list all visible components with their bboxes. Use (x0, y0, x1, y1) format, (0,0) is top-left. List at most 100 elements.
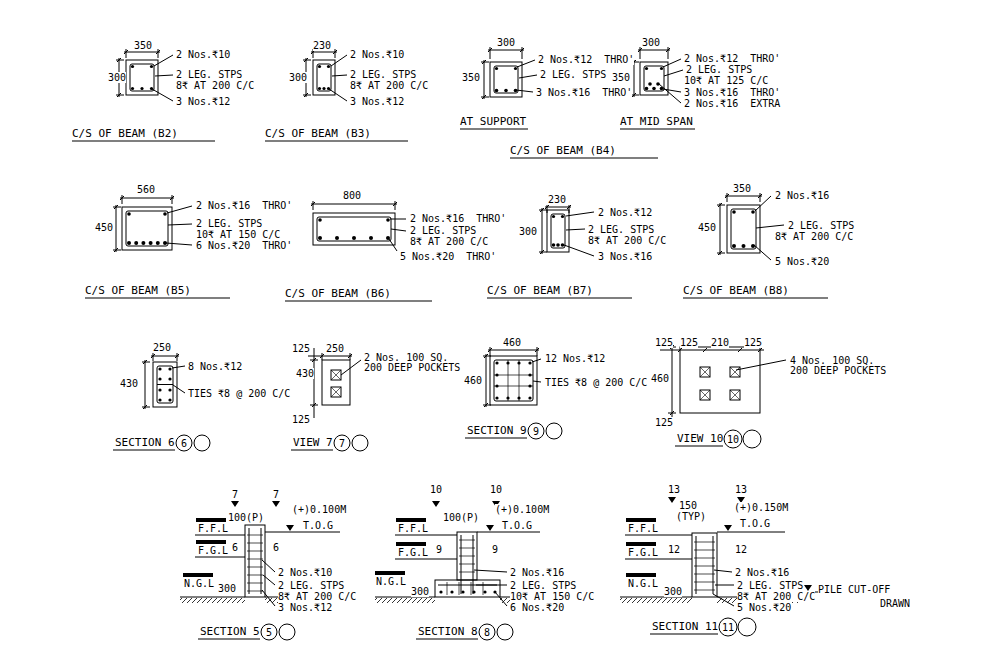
annotation-text: 350 (462, 72, 480, 83)
section-title: AT SUPPORT (460, 115, 526, 128)
annotation-text: 2 Nos.₹10 (350, 49, 404, 60)
beam-section (631, 47, 683, 103)
annotation-text: 460 (464, 375, 482, 386)
callout-number: 6 (181, 438, 187, 449)
beam-section (481, 47, 537, 99)
annotation-text: PILE CUT-OFF (818, 584, 890, 595)
annotation-text: 300 (497, 37, 515, 48)
annotation-text: 10₹ AT 150 C/C (196, 229, 280, 240)
annotation-text: 3 Nos.₹16 (598, 251, 652, 262)
beam-section (539, 205, 594, 256)
annotation-text: F.F.L (628, 523, 658, 534)
section-callout-circle (176, 423, 761, 640)
annotation-text: F.F.L (198, 523, 228, 534)
annotation-text: 7 (273, 489, 279, 500)
annotation-text: T.O.G (303, 520, 333, 531)
annotation-text: F.G.L (398, 547, 428, 558)
annotation-text: 230 (548, 194, 566, 205)
annotation-text: 12 (668, 544, 680, 555)
annotation-text: (TYP) (676, 511, 706, 522)
annotation-text: 13 (735, 484, 747, 495)
annotation-text: 6 (273, 542, 279, 553)
annotation-text: 2 LEG. STPS (588, 224, 654, 235)
annotation-text: 300 (664, 586, 682, 597)
section-title: C/S OF BEAM (B6) (285, 287, 391, 300)
annotation-text: 8₹ AT 200 C/C (775, 231, 853, 242)
annotation-text: 125 (680, 337, 698, 348)
beam-section (113, 195, 192, 252)
annotation-text: 200 DEEP POCKETS (364, 362, 460, 373)
annotation-text: 5 Nos.₹20 THRO' (400, 251, 496, 262)
annotation-text: 5 Nos.₹20 (775, 256, 829, 267)
annotation-text: N.G.L (184, 578, 214, 589)
annotation-text: 250 (153, 342, 171, 353)
annotation-text: 3 Nos.₹16 THRO' (684, 87, 780, 98)
section-title: C/S OF BEAM (B5) (85, 284, 191, 297)
annotation-text: 230 (313, 40, 331, 51)
annotation-text: 450 (95, 222, 113, 233)
callout-number: 9 (533, 426, 539, 437)
annotation-text: 12 Nos.₹12 (545, 353, 605, 364)
annotation-text: 8₹ AT 200 C/C (176, 80, 254, 91)
beam-section (311, 201, 406, 251)
annotation-text: 2 LEG. STPS (350, 69, 416, 80)
annotation-text: 6 Nos.₹20 THRO' (196, 240, 292, 251)
section-title: AT MID SPAN (620, 115, 693, 128)
annotation-text: 450 (698, 222, 716, 233)
annotation-text: 2 Nos.₹12 THRO' (538, 54, 634, 65)
annotation-text: 2 LEG. STPS (737, 580, 803, 591)
annotation-text: 3 Nos.₹12 (278, 602, 332, 613)
pocket-plan (660, 340, 786, 425)
annotation-text: 300 (218, 583, 236, 594)
section-title: C/S OF BEAM (B3) (265, 127, 371, 140)
annotation-text: 2 Nos.₹16 THRO' (196, 200, 292, 211)
annotation-text: 3 Nos.₹16 THRO' (536, 87, 632, 98)
callout-number: 5 (266, 627, 272, 638)
annotation-text: 2 Nos.₹12 THRO' (684, 53, 780, 64)
annotation-text: 8₹ AT 200 C/C (350, 80, 428, 91)
section-title: C/S OF BEAM (B7) (487, 284, 593, 297)
annotation-text: N.G.L (376, 576, 406, 587)
annotation-text: 800 (343, 190, 361, 201)
annotation-text: 430 (120, 378, 138, 389)
annotation-text: 2 LEG. STPS (176, 69, 242, 80)
beam-section (717, 193, 784, 260)
annotation-text: N.G.L (628, 578, 658, 589)
annotation-text: 3 Nos.₹12 (350, 96, 404, 107)
annotation-text: 100(P) (228, 512, 264, 523)
annotation-text: 9 (492, 544, 498, 555)
annotation-text: 10 (430, 484, 442, 495)
annotation-text: 8 Nos.₹12 (188, 361, 242, 372)
annotation-text: 460 (651, 373, 669, 384)
annotation-text: 2 Nos.₹16 EXTRA (684, 98, 780, 109)
annotation-text: TIES ₹8 @ 200 C/C (545, 377, 647, 388)
callout-number: 7 (339, 438, 345, 449)
annotation-text: 2 LEG. STPS (196, 218, 262, 229)
column-section (142, 353, 185, 409)
pocket-plan (308, 348, 361, 418)
beam-section (303, 49, 347, 101)
annotation-text: 300 (519, 226, 537, 237)
callout-number: 10 (727, 434, 739, 445)
section-title: SECTION 11 (652, 620, 718, 633)
annotation-text: 2 LEG. STPS (278, 580, 344, 591)
annotation-text: 10 (490, 484, 502, 495)
column-section (483, 347, 541, 407)
section-title: SECTION 6 (115, 436, 175, 449)
annotation-text: 125 (292, 343, 310, 354)
section-title: VIEW 7 (293, 436, 333, 449)
annotation-text: 5 Nos.₹20 (737, 602, 791, 613)
annotation-text: 2 LEG. STPS (788, 220, 854, 231)
annotation-text: F.G.L (198, 545, 228, 556)
annotation-text: 300 (289, 72, 307, 83)
annotation-text: 13 (668, 484, 680, 495)
annotation-text: 350 (134, 40, 152, 51)
callout-number: 11 (722, 622, 734, 633)
annotation-text: 125 (655, 417, 673, 428)
section-title: C/S OF BEAM (B2) (72, 127, 178, 140)
annotation-text: TIES ₹8 @ 200 C/C (188, 388, 290, 399)
annotation-text: F.G.L (628, 547, 658, 558)
annotation-text: F.F.L (398, 523, 428, 534)
